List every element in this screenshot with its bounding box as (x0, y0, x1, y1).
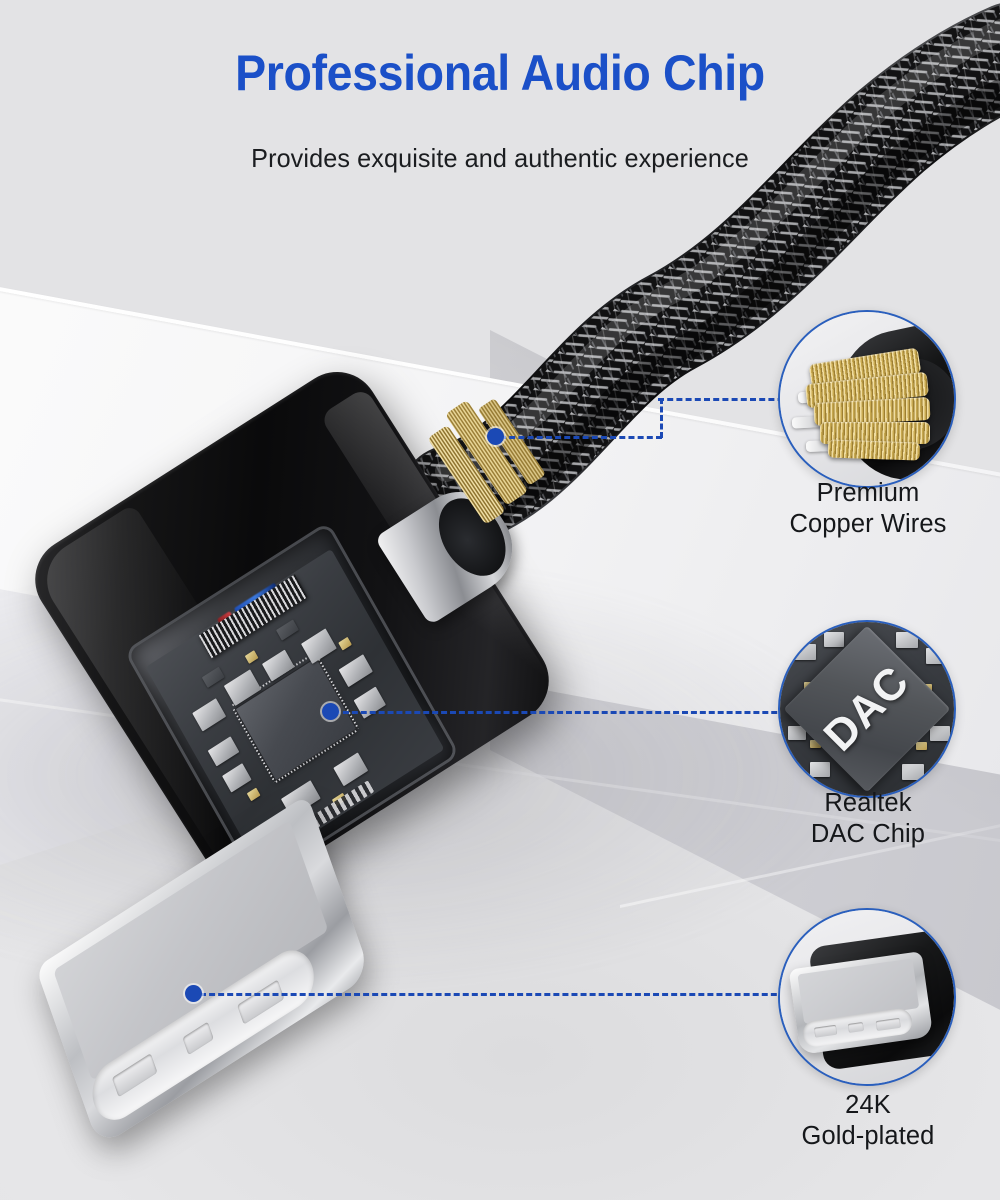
smd-component (192, 698, 227, 732)
callout-circle-dac-chip[interactable]: DAC (778, 620, 956, 798)
smd-component (788, 726, 806, 740)
page-subtitle: Provides exquisite and authentic experie… (251, 143, 749, 173)
smd-component (926, 648, 946, 664)
smd-component (794, 644, 816, 660)
callout-label-copper-wires: Premium Copper Wires (738, 478, 998, 540)
callout-line-goldplated (200, 993, 804, 996)
smd-component (902, 764, 924, 780)
callout-dot-dac (322, 703, 339, 720)
callout-label-line1: 24K (845, 1091, 891, 1119)
smd-component (930, 726, 950, 741)
connector-slot (182, 1021, 214, 1056)
callout-line-copper-v (660, 398, 663, 438)
plug-slot (847, 1021, 864, 1033)
gold-pad (244, 649, 259, 664)
smd-component (896, 632, 918, 648)
smd-component (333, 752, 369, 787)
callout-line-dac (334, 711, 804, 714)
smd-component (338, 654, 373, 688)
copper-wire-bundle (820, 422, 930, 444)
callout-circle-gold-plated[interactable] (778, 908, 956, 1086)
callout-dot-copper (487, 428, 504, 445)
page-title: Professional Audio Chip (235, 45, 765, 101)
connector-slot (111, 1053, 158, 1098)
callout-label-line2: DAC Chip (810, 820, 926, 848)
gold-pad (247, 787, 261, 802)
exposed-copper-wires (429, 399, 545, 523)
callout-label-dac-chip: Realtek DAC Chip (738, 788, 998, 850)
plug-slot (813, 1024, 838, 1038)
copper-wire-bundle (827, 439, 921, 461)
smd-component (222, 763, 252, 793)
callout-label-gold-plated: 24K Gold-plated (738, 1090, 998, 1152)
callout-line-copper-h1 (500, 436, 662, 439)
smd-component (810, 762, 830, 777)
smd-resistor (276, 619, 299, 641)
smd-component (207, 736, 239, 767)
callout-label-line2: Gold-plated (801, 1122, 935, 1150)
callout-label-line1: Realtek (824, 789, 912, 817)
smd-resistor (201, 666, 225, 688)
callout-circle-copper-wires[interactable] (778, 310, 956, 488)
callout-line-copper-h2 (658, 398, 802, 401)
gold-pad (916, 742, 927, 750)
smd-component (824, 632, 844, 647)
callout-label-line2: Copper Wires (789, 510, 947, 538)
callout-label-line1: Premium (816, 479, 920, 507)
gold-pad (338, 636, 353, 651)
plug-slot (875, 1017, 901, 1032)
gold-pad (810, 740, 821, 748)
connector-slot (237, 979, 285, 1025)
callout-dot-goldplated (185, 985, 202, 1002)
